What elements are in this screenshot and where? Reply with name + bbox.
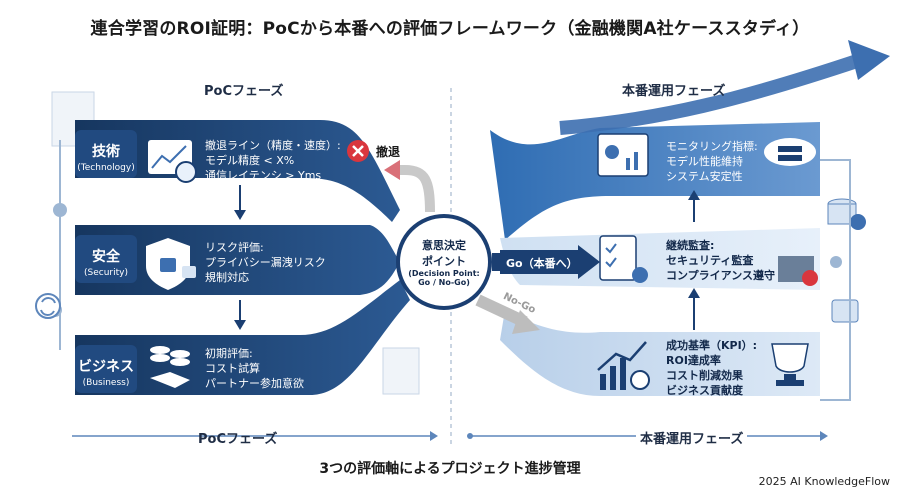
coins-handshake-icon (150, 346, 190, 388)
decision-line: Go / No-Go) (418, 278, 470, 287)
up-arrow-icon (688, 288, 700, 298)
audit-line: コンプライアンス遵守 (666, 269, 776, 282)
database-icon (827, 198, 866, 230)
audit-line: セキュリティ監査 (666, 254, 754, 267)
technology-criteria: 撤退ライン（精度・速度）: モデル精度 < X% 通信レイテンシ > Yms (205, 138, 341, 183)
kpi-criteria: 成功基準（KPI）: ROI達成率 コスト削減効果 ビジネス貢献度 (666, 338, 757, 398)
kpi-band (500, 310, 820, 396)
subtitle: 3つの評価軸によるプロジェクト進捗管理 (319, 461, 581, 477)
decision-line: ポイント (422, 255, 466, 268)
arrow-left-icon (384, 160, 400, 180)
up-arrow-icon (688, 190, 700, 200)
production-phase-label-bottom: 本番運用フェーズ (636, 428, 748, 447)
category-business: ビジネス (Business) (75, 356, 137, 388)
security-criteria-heading: リスク評価: (205, 241, 264, 254)
technology-criteria-line: モデル精度 < X% (205, 154, 295, 167)
production-phase-label-top: 本番運用フェーズ (622, 84, 726, 99)
poc-phase-label-bottom: PoCフェーズ (198, 432, 278, 447)
document-icon (382, 347, 420, 395)
security-tab (75, 235, 137, 283)
growth-arrow-icon (848, 40, 890, 80)
cloud-server-icon (764, 138, 816, 166)
technology-criteria-line: 通信レイテンシ > Yms (205, 169, 322, 182)
shield-lock-icon (146, 238, 196, 290)
category-security: 安全 (Security) (75, 246, 137, 278)
go-arrow-icon (578, 245, 600, 279)
decision-line: 意思決定 (422, 239, 466, 252)
business-criteria-heading: 初期評価: (205, 347, 253, 360)
business-criteria-line: パートナー参加意欲 (205, 377, 304, 390)
firewall-icon (778, 256, 818, 286)
trophy-icon (771, 343, 809, 386)
business-criteria-line: コスト試算 (205, 362, 260, 375)
withdraw-label: 撤退 (376, 145, 401, 159)
down-arrow-icon (234, 210, 246, 220)
decision-point: 意思決定 ポイント (Decision Point: Go / No-Go) (396, 214, 492, 310)
category-business-title: ビジネス (78, 359, 134, 375)
kpi-line: ビジネス貢献度 (666, 384, 743, 397)
category-technology: 技術 (Technology) (75, 141, 137, 173)
category-technology-title: 技術 (92, 144, 120, 160)
business-band (75, 280, 410, 395)
page-title: 連合学習のROI証明：PoCから本番への評価フレームワーク（金融機関A社ケースス… (90, 19, 810, 39)
go-label: Go（本番へ） (506, 257, 578, 270)
thumbs-up-icon (831, 299, 859, 323)
category-business-subtitle: (Business) (82, 378, 130, 388)
monitoring-heading: モニタリング指標: (666, 140, 758, 153)
chart-magnifier-stopwatch-icon (148, 140, 197, 183)
category-security-title: 安全 (92, 249, 120, 265)
security-criteria-line: 規制対応 (205, 271, 249, 284)
category-security-subtitle: (Security) (84, 268, 128, 278)
business-criteria: 初期評価: コスト試算 パートナー参加意欲 (205, 346, 304, 391)
monitoring-line: モデル性能維持 (666, 155, 743, 168)
connector-node (53, 203, 67, 217)
audit-heading: 継続監査: (666, 239, 715, 252)
growth-chart-icon (597, 341, 650, 390)
decision-line: (Decision Point: (408, 269, 480, 278)
monitoring-metrics: モニタリング指標: モデル性能維持 システム安定性 (666, 139, 758, 184)
kpi-heading: 成功基準（KPI）: (666, 339, 758, 352)
down-arrow-icon (234, 320, 246, 330)
poc-phase-label-top: PoCフェーズ (204, 84, 284, 99)
technology-criteria-heading: 撤退ライン（精度・速度）: (205, 139, 341, 152)
technology-tab (75, 130, 137, 178)
continuous-audit: 継続監査: セキュリティ監査 コンプライアンス遵守 (666, 238, 775, 283)
monitoring-band (490, 122, 820, 240)
credit: 2025 AI KnowledgeFlow (758, 475, 890, 488)
kpi-line: コスト削減効果 (666, 369, 743, 382)
monitoring-line: システム安定性 (666, 170, 743, 183)
business-tab (75, 345, 137, 393)
dashboard-icon (597, 133, 649, 177)
kpi-line: ROI達成率 (666, 354, 721, 367)
connector-node (830, 256, 842, 268)
category-technology-subtitle: (Technology) (77, 163, 135, 173)
nogo-arrow-icon (512, 310, 540, 334)
security-criteria-line: プライバシー漏洩リスク (205, 256, 326, 269)
security-criteria: リスク評価: プライバシー漏洩リスク 規制対応 (205, 240, 326, 285)
checklist-badge-icon (599, 235, 648, 283)
